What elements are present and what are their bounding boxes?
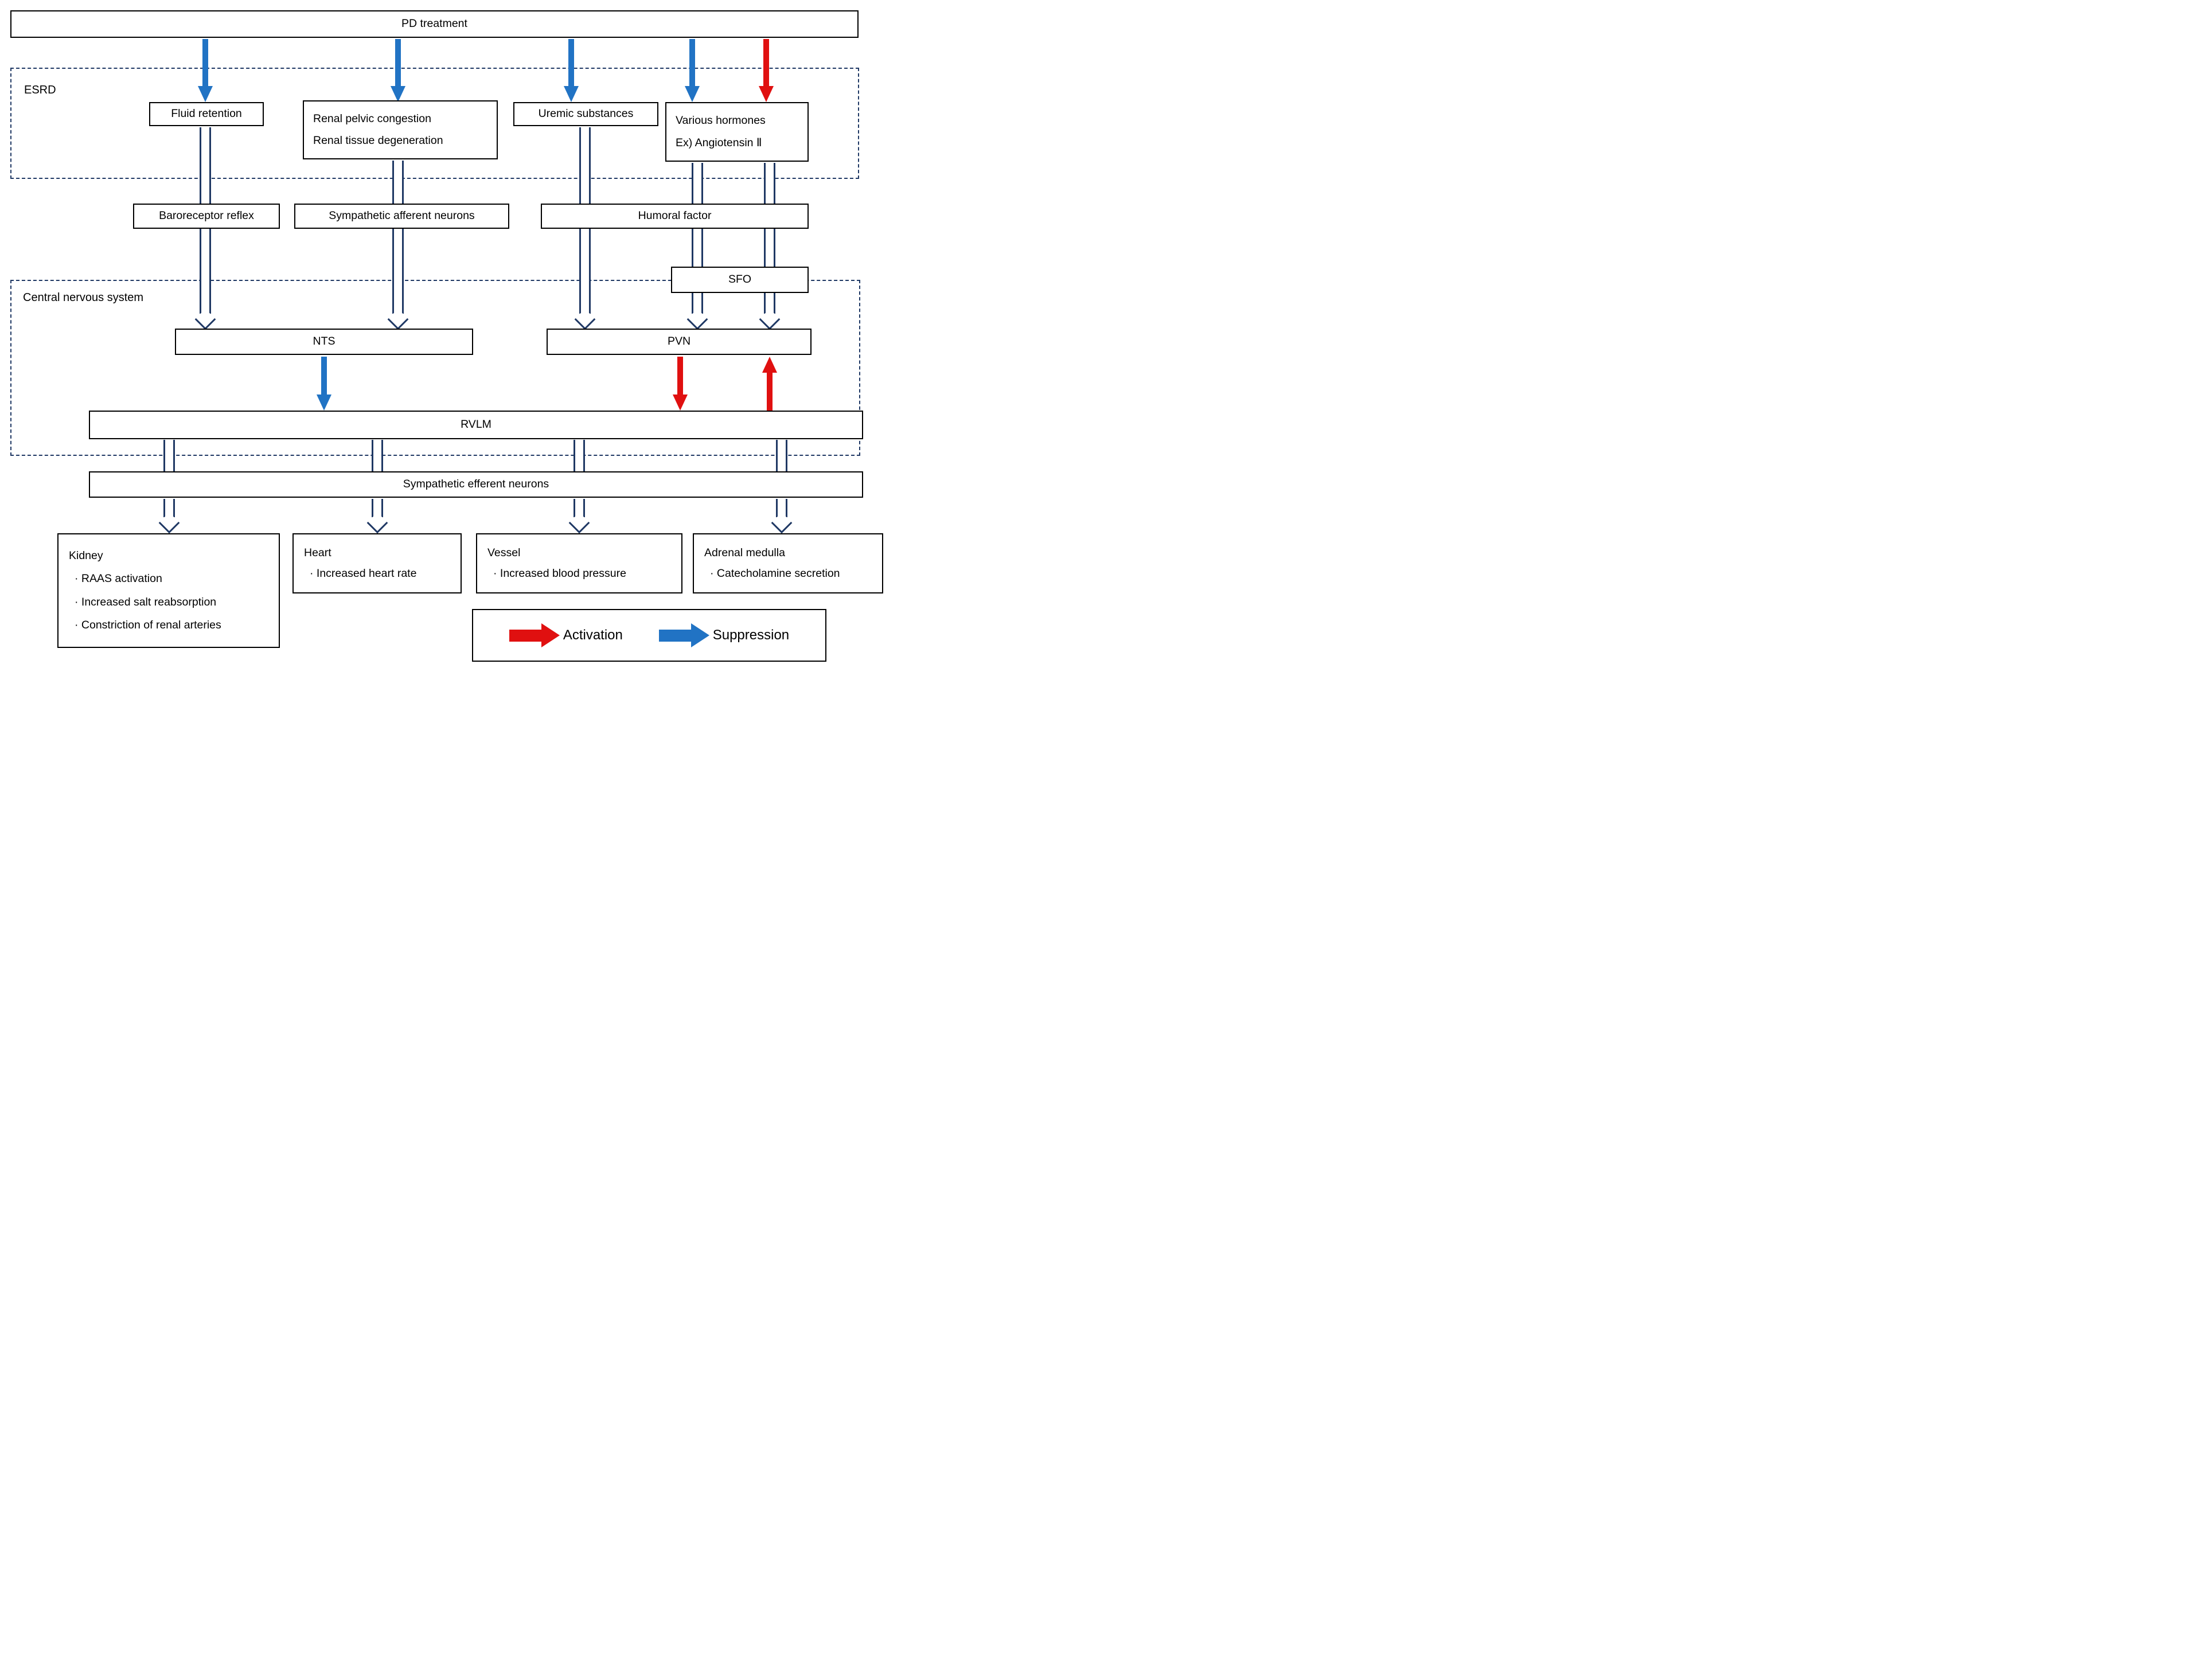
angiotensin-line: Ex) Angiotensin Ⅱ — [676, 136, 762, 149]
adrenal-item-catecholamine: · Catecholamine secretion — [710, 567, 840, 580]
node-humoral-factor: Humoral factor — [541, 204, 809, 229]
pathway-arrow-hormones-to-pvn-right — [760, 163, 779, 329]
legend-suppression-label: Suppression — [712, 627, 790, 643]
organ-box-vessel: Vessel · Increased blood pressure — [476, 533, 682, 593]
activation-arrow-pvn-to-rvlm — [673, 357, 688, 411]
heart-item-rate: · Increased heart rate — [310, 567, 417, 580]
legend-activation-label: Activation — [563, 627, 623, 643]
esrd-group-frame — [10, 68, 859, 179]
central-nervous-system-group-frame — [10, 280, 860, 456]
node-various-hormones: Various hormones Ex) Angiotensin Ⅱ — [665, 102, 809, 162]
suppression-arrow-pd-to-renal-congestion — [391, 39, 405, 102]
suppression-arrow-icon — [658, 623, 709, 647]
kidney-item-salt: · Increased salt reabsorption — [75, 595, 217, 608]
node-sympathetic-afferent-neurons: Sympathetic afferent neurons — [294, 204, 509, 229]
pathway-arrow-hormones-to-pvn-left — [688, 163, 707, 329]
pathway-arrow-efferent-to-adrenal-medulla — [772, 499, 791, 532]
vessel-item-pressure: · Increased blood pressure — [493, 567, 626, 580]
activation-arrow-pd-to-various-hormones — [759, 39, 774, 102]
connector-rvlm-to-efferent-2 — [368, 440, 387, 472]
node-sfo-label: SFO — [728, 273, 752, 286]
kidney-item-raas: · RAAS activation — [75, 572, 162, 585]
suppression-arrow-pd-to-various-hormones — [685, 39, 700, 102]
esrd-group-label: ESRD — [24, 84, 56, 96]
vessel-title: Vessel — [487, 546, 521, 559]
node-sfo: SFO — [671, 267, 809, 293]
kidney-title: Kidney — [69, 549, 103, 562]
node-nts-label: NTS — [313, 335, 335, 348]
pathway-arrow-efferent-to-heart — [368, 499, 387, 532]
suppression-arrow-pd-to-fluid-retention — [198, 39, 213, 102]
renal-congestion-line: Renal pelvic congestion — [313, 112, 431, 125]
heart-title: Heart — [304, 546, 331, 559]
organ-box-kidney: Kidney · RAAS activation · Increased sal… — [57, 533, 280, 648]
activation-arrow-rvlm-to-pvn — [762, 357, 777, 411]
node-nts: NTS — [175, 329, 473, 355]
node-pvn: PVN — [547, 329, 812, 355]
pathway-arrow-efferent-to-kidney — [159, 499, 179, 532]
node-sympathetic-afferent-neurons-label: Sympathetic afferent neurons — [329, 209, 475, 222]
pd-treatment-pathway-diagram: ESRD Central nervous system PD treatment… — [0, 0, 885, 665]
renal-degeneration-line: Renal tissue degeneration — [313, 134, 443, 147]
organ-box-adrenal-medulla: Adrenal medulla · Catecholamine secretio… — [693, 533, 883, 593]
pathway-arrow-efferent-to-vessel — [569, 499, 589, 532]
node-baroreceptor-reflex: Baroreceptor reflex — [133, 204, 280, 229]
node-fluid-retention-label: Fluid retention — [171, 107, 242, 120]
node-uremic-substances-label: Uremic substances — [538, 107, 634, 120]
node-sympathetic-efferent-neurons: Sympathetic efferent neurons — [89, 471, 863, 498]
legend-box: Activation Suppression — [472, 609, 826, 662]
central-nervous-system-group-label: Central nervous system — [23, 291, 144, 304]
suppression-arrow-pd-to-uremic-substances — [564, 39, 579, 102]
connector-rvlm-to-efferent-1 — [159, 440, 179, 472]
node-pd-treatment-label: PD treatment — [401, 17, 467, 30]
adrenal-medulla-title: Adrenal medulla — [704, 546, 785, 559]
various-hormones-line: Various hormones — [676, 114, 766, 127]
kidney-item-arteries: · Constriction of renal arteries — [75, 619, 221, 632]
organ-box-heart: Heart · Increased heart rate — [292, 533, 462, 593]
activation-arrow-icon — [509, 623, 560, 647]
node-pd-treatment: PD treatment — [10, 10, 859, 38]
node-renal-congestion-degeneration: Renal pelvic congestion Renal tissue deg… — [303, 100, 498, 159]
legend-item-activation: Activation — [509, 623, 623, 647]
node-rvlm-label: RVLM — [461, 418, 491, 431]
pathway-arrow-renal-congestion-to-nts — [388, 161, 408, 329]
node-pvn-label: PVN — [667, 335, 691, 348]
node-sympathetic-efferent-neurons-label: Sympathetic efferent neurons — [403, 478, 549, 491]
node-rvlm: RVLM — [89, 411, 863, 439]
node-uremic-substances: Uremic substances — [513, 102, 658, 126]
suppression-arrow-nts-to-rvlm — [317, 357, 331, 411]
node-humoral-factor-label: Humoral factor — [638, 209, 712, 222]
node-baroreceptor-reflex-label: Baroreceptor reflex — [159, 209, 254, 222]
connector-rvlm-to-efferent-3 — [569, 440, 589, 472]
connector-rvlm-to-efferent-4 — [772, 440, 791, 472]
legend-item-suppression: Suppression — [658, 623, 790, 647]
node-fluid-retention: Fluid retention — [149, 102, 264, 126]
